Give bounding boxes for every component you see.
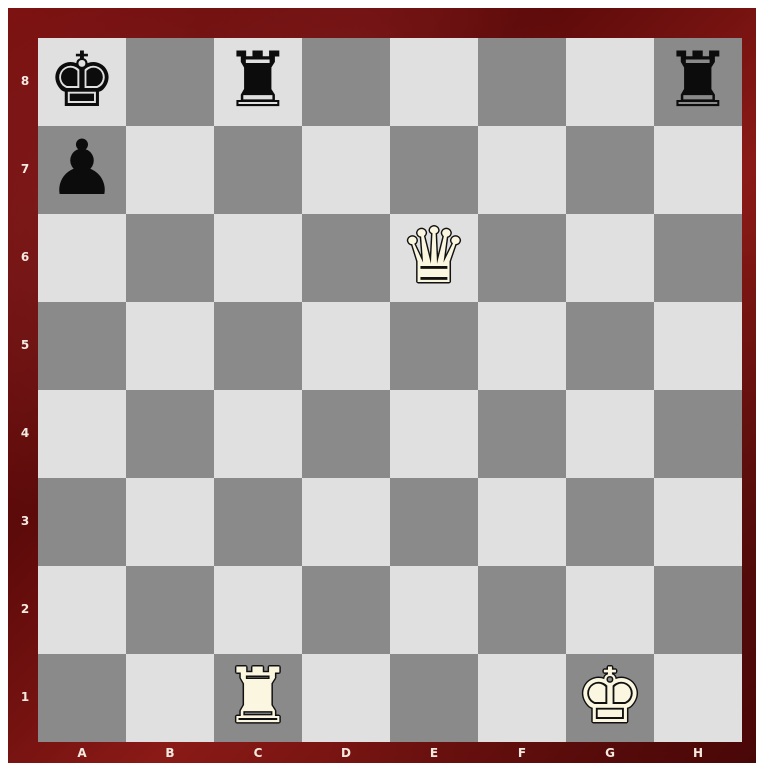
rank-label-3: 3 <box>18 514 32 528</box>
square-c8[interactable]: ♜ <box>214 38 302 126</box>
square-e8[interactable] <box>390 38 478 126</box>
square-e5[interactable] <box>390 302 478 390</box>
square-g5[interactable] <box>566 302 654 390</box>
file-label-a: A <box>72 746 92 760</box>
square-g6[interactable] <box>566 214 654 302</box>
square-d7[interactable] <box>302 126 390 214</box>
square-f4[interactable] <box>478 390 566 478</box>
square-f1[interactable] <box>478 654 566 742</box>
square-b7[interactable] <box>126 126 214 214</box>
square-g8[interactable] <box>566 38 654 126</box>
square-d6[interactable] <box>302 214 390 302</box>
square-b8[interactable] <box>126 38 214 126</box>
square-h3[interactable] <box>654 478 742 566</box>
square-g1[interactable]: ♚ <box>566 654 654 742</box>
square-h7[interactable] <box>654 126 742 214</box>
square-c5[interactable] <box>214 302 302 390</box>
chess-board: ♚ ♜ ♜ ♟ ♛ ♜ ♚ <box>38 38 742 742</box>
square-c7[interactable] <box>214 126 302 214</box>
square-c3[interactable] <box>214 478 302 566</box>
square-a5[interactable] <box>38 302 126 390</box>
square-g7[interactable] <box>566 126 654 214</box>
square-g2[interactable] <box>566 566 654 654</box>
file-label-b: B <box>160 746 180 760</box>
square-a2[interactable] <box>38 566 126 654</box>
square-f5[interactable] <box>478 302 566 390</box>
rank-label-8: 8 <box>18 74 32 88</box>
square-e7[interactable] <box>390 126 478 214</box>
square-b3[interactable] <box>126 478 214 566</box>
square-e4[interactable] <box>390 390 478 478</box>
square-d4[interactable] <box>302 390 390 478</box>
square-f8[interactable] <box>478 38 566 126</box>
square-h1[interactable] <box>654 654 742 742</box>
square-h6[interactable] <box>654 214 742 302</box>
square-b5[interactable] <box>126 302 214 390</box>
black-rook-icon[interactable]: ♜ <box>664 42 732 118</box>
square-h2[interactable] <box>654 566 742 654</box>
square-a1[interactable] <box>38 654 126 742</box>
square-a3[interactable] <box>38 478 126 566</box>
square-e3[interactable] <box>390 478 478 566</box>
square-f6[interactable] <box>478 214 566 302</box>
square-a4[interactable] <box>38 390 126 478</box>
black-king-icon[interactable]: ♚ <box>48 42 116 118</box>
square-c2[interactable] <box>214 566 302 654</box>
square-a6[interactable] <box>38 214 126 302</box>
square-b6[interactable] <box>126 214 214 302</box>
square-h8[interactable]: ♜ <box>654 38 742 126</box>
square-b2[interactable] <box>126 566 214 654</box>
rank-label-2: 2 <box>18 602 32 616</box>
file-label-d: D <box>336 746 356 760</box>
square-c1[interactable]: ♜ <box>214 654 302 742</box>
rank-label-7: 7 <box>18 162 32 176</box>
square-e2[interactable] <box>390 566 478 654</box>
square-a7[interactable]: ♟ <box>38 126 126 214</box>
square-g4[interactable] <box>566 390 654 478</box>
white-king-icon[interactable]: ♚ <box>576 658 644 734</box>
square-b1[interactable] <box>126 654 214 742</box>
square-d2[interactable] <box>302 566 390 654</box>
rank-label-5: 5 <box>18 338 32 352</box>
square-h5[interactable] <box>654 302 742 390</box>
square-d3[interactable] <box>302 478 390 566</box>
square-d8[interactable] <box>302 38 390 126</box>
file-label-f: F <box>512 746 532 760</box>
square-c6[interactable] <box>214 214 302 302</box>
file-label-h: H <box>688 746 708 760</box>
file-label-e: E <box>424 746 444 760</box>
square-a8[interactable]: ♚ <box>38 38 126 126</box>
square-h4[interactable] <box>654 390 742 478</box>
square-d5[interactable] <box>302 302 390 390</box>
rank-label-1: 1 <box>18 690 32 704</box>
black-rook-icon[interactable]: ♜ <box>224 42 292 118</box>
black-pawn-icon[interactable]: ♟ <box>48 130 116 206</box>
square-e6[interactable]: ♛ <box>390 214 478 302</box>
file-label-c: C <box>248 746 268 760</box>
white-rook-icon[interactable]: ♜ <box>224 658 292 734</box>
square-e1[interactable] <box>390 654 478 742</box>
white-queen-icon[interactable]: ♛ <box>400 218 468 294</box>
square-c4[interactable] <box>214 390 302 478</box>
square-g3[interactable] <box>566 478 654 566</box>
square-f2[interactable] <box>478 566 566 654</box>
rank-label-6: 6 <box>18 250 32 264</box>
square-f7[interactable] <box>478 126 566 214</box>
square-b4[interactable] <box>126 390 214 478</box>
rank-label-4: 4 <box>18 426 32 440</box>
file-label-g: G <box>600 746 620 760</box>
square-f3[interactable] <box>478 478 566 566</box>
square-d1[interactable] <box>302 654 390 742</box>
